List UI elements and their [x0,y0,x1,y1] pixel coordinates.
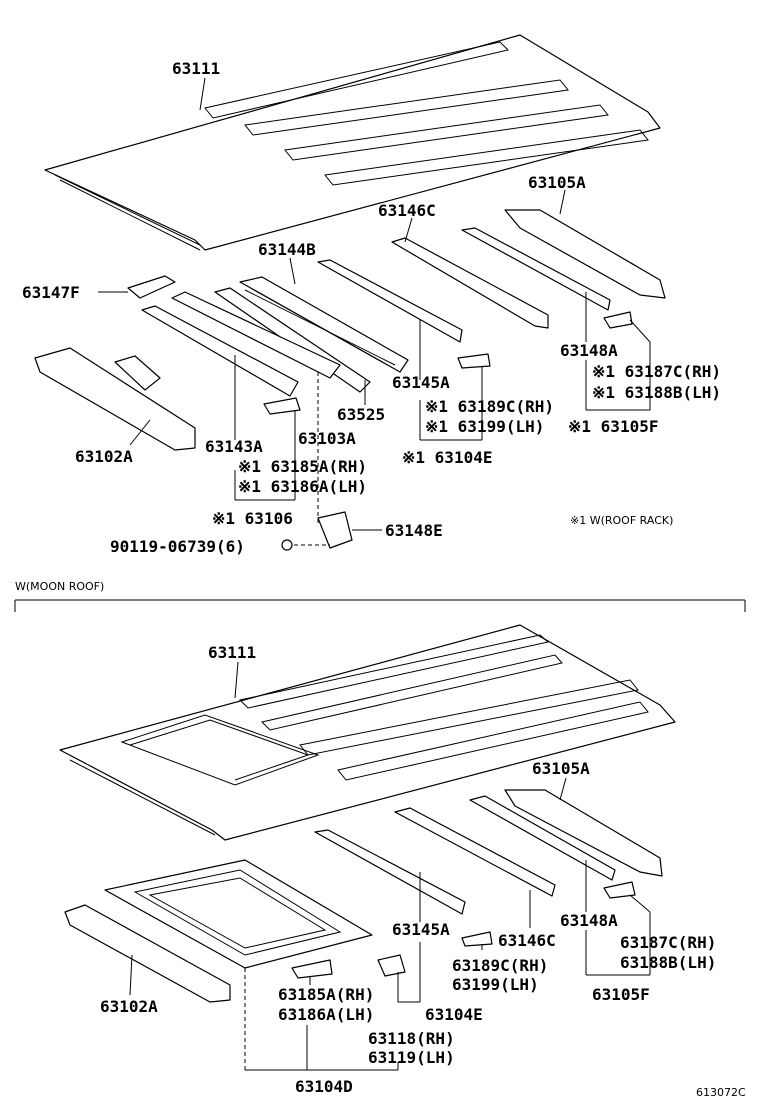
leader-lines-top [98,77,651,546]
label-bow-143a: 63143A [205,437,263,456]
label-part-148a-bottom: 63148A [560,911,618,930]
label-part-106: ※1 63106 [212,509,293,528]
label-part-189c-top: ※1 63189C(RH) [425,397,554,416]
bracket-185a [263,397,301,415]
bolt-icon [281,539,293,551]
label-part-187c-bottom: 63187C(RH) [620,933,716,952]
label-bow-145a-bottom: 63145A [392,920,450,939]
label-part-105f-top: ※1 63105F [568,417,658,436]
front-header-bottom [64,904,231,1003]
label-part-187c-top: ※1 63187C(RH) [592,362,721,381]
bracket-104e-bottom [377,954,406,977]
label-bow-146c-top: 63146C [378,201,436,220]
label-part-148e: 63148E [385,521,443,540]
label-part-199-bottom: 63199(LH) [452,975,539,994]
label-rear-bow-bottom: 63105A [532,759,590,778]
bracket-185a-bottom [291,959,333,979]
figure-id: 613072C [696,1086,746,1099]
label-part-188b-top: ※1 63188B(LH) [592,383,721,402]
label-part-199-top: ※1 63199(LH) [425,417,544,436]
label-front-header-top: 63102A [75,447,133,466]
label-bow-145a-top: 63145A [392,373,450,392]
label-part-118: 63118(RH) [368,1029,455,1048]
bracket-187c-bottom [603,881,636,899]
rear-bow-top [504,209,666,299]
label-part-185a-top: ※1 63185A(RH) [238,457,367,476]
bracket-148e [317,511,353,549]
moon-roof-frame [104,859,373,969]
label-part-105f-bottom: 63105F [592,985,650,1004]
bracket-147f [127,275,176,299]
label-part-186a-bottom: 63186A(LH) [278,1005,374,1024]
bow-146c-bottom [394,807,556,897]
bow-148a-top [461,227,611,311]
label-bow-144b-top: 63144B [258,240,316,259]
bow-145a-top [317,259,463,343]
label-part-188b-bottom: 63188B(LH) [620,953,716,972]
label-part-189c-bottom: 63189C(RH) [452,956,548,975]
bow-lower-top [141,305,299,397]
bow-143a-top [171,291,341,379]
bracket-189c-bottom [461,931,493,947]
bow-148a-bottom [469,795,616,881]
label-part-148a-top: 63148A [560,341,618,360]
front-header-top [34,347,196,451]
label-part-63525: 63525 [337,405,385,424]
label-roof-panel-top: 63111 [172,59,220,78]
label-part-185a-bottom: 63185A(RH) [278,985,374,1004]
bow-146c-top [391,237,549,329]
label-part-104e-bottom: 63104E [425,1005,483,1024]
section-divider [14,599,746,612]
roof-panel-top [44,34,661,251]
leader-lines-bottom [129,661,651,1071]
bow-145a-bottom [314,829,466,915]
label-front-header-bottom: 63102A [100,997,158,1016]
label-bow-146c-bottom: 63146C [498,931,556,950]
label-part-119: 63119(LH) [368,1048,455,1067]
bracket-189c [457,353,491,369]
label-part-186a-top: ※1 63186A(LH) [238,477,367,496]
note-roof-rack: ※1 W(ROOF RACK) [570,514,673,527]
label-part-104d: 63104D [295,1077,353,1096]
label-bolt: 90119-06739(6) [110,537,245,556]
roof-panel-bottom [59,624,676,841]
rear-bow-bottom [504,789,663,877]
label-bow-103a: 63103A [298,429,356,448]
label-part-104e-top: ※1 63104E [402,448,492,467]
bracket-187c [603,311,633,329]
bow-144b-top [239,276,409,373]
label-roof-panel-bottom: 63111 [208,643,256,662]
label-rear-bow-top: 63105A [528,173,586,192]
section-label-moon-roof: W(MOON ROOF) [15,580,104,593]
label-bracket-147f: 63147F [22,283,80,302]
